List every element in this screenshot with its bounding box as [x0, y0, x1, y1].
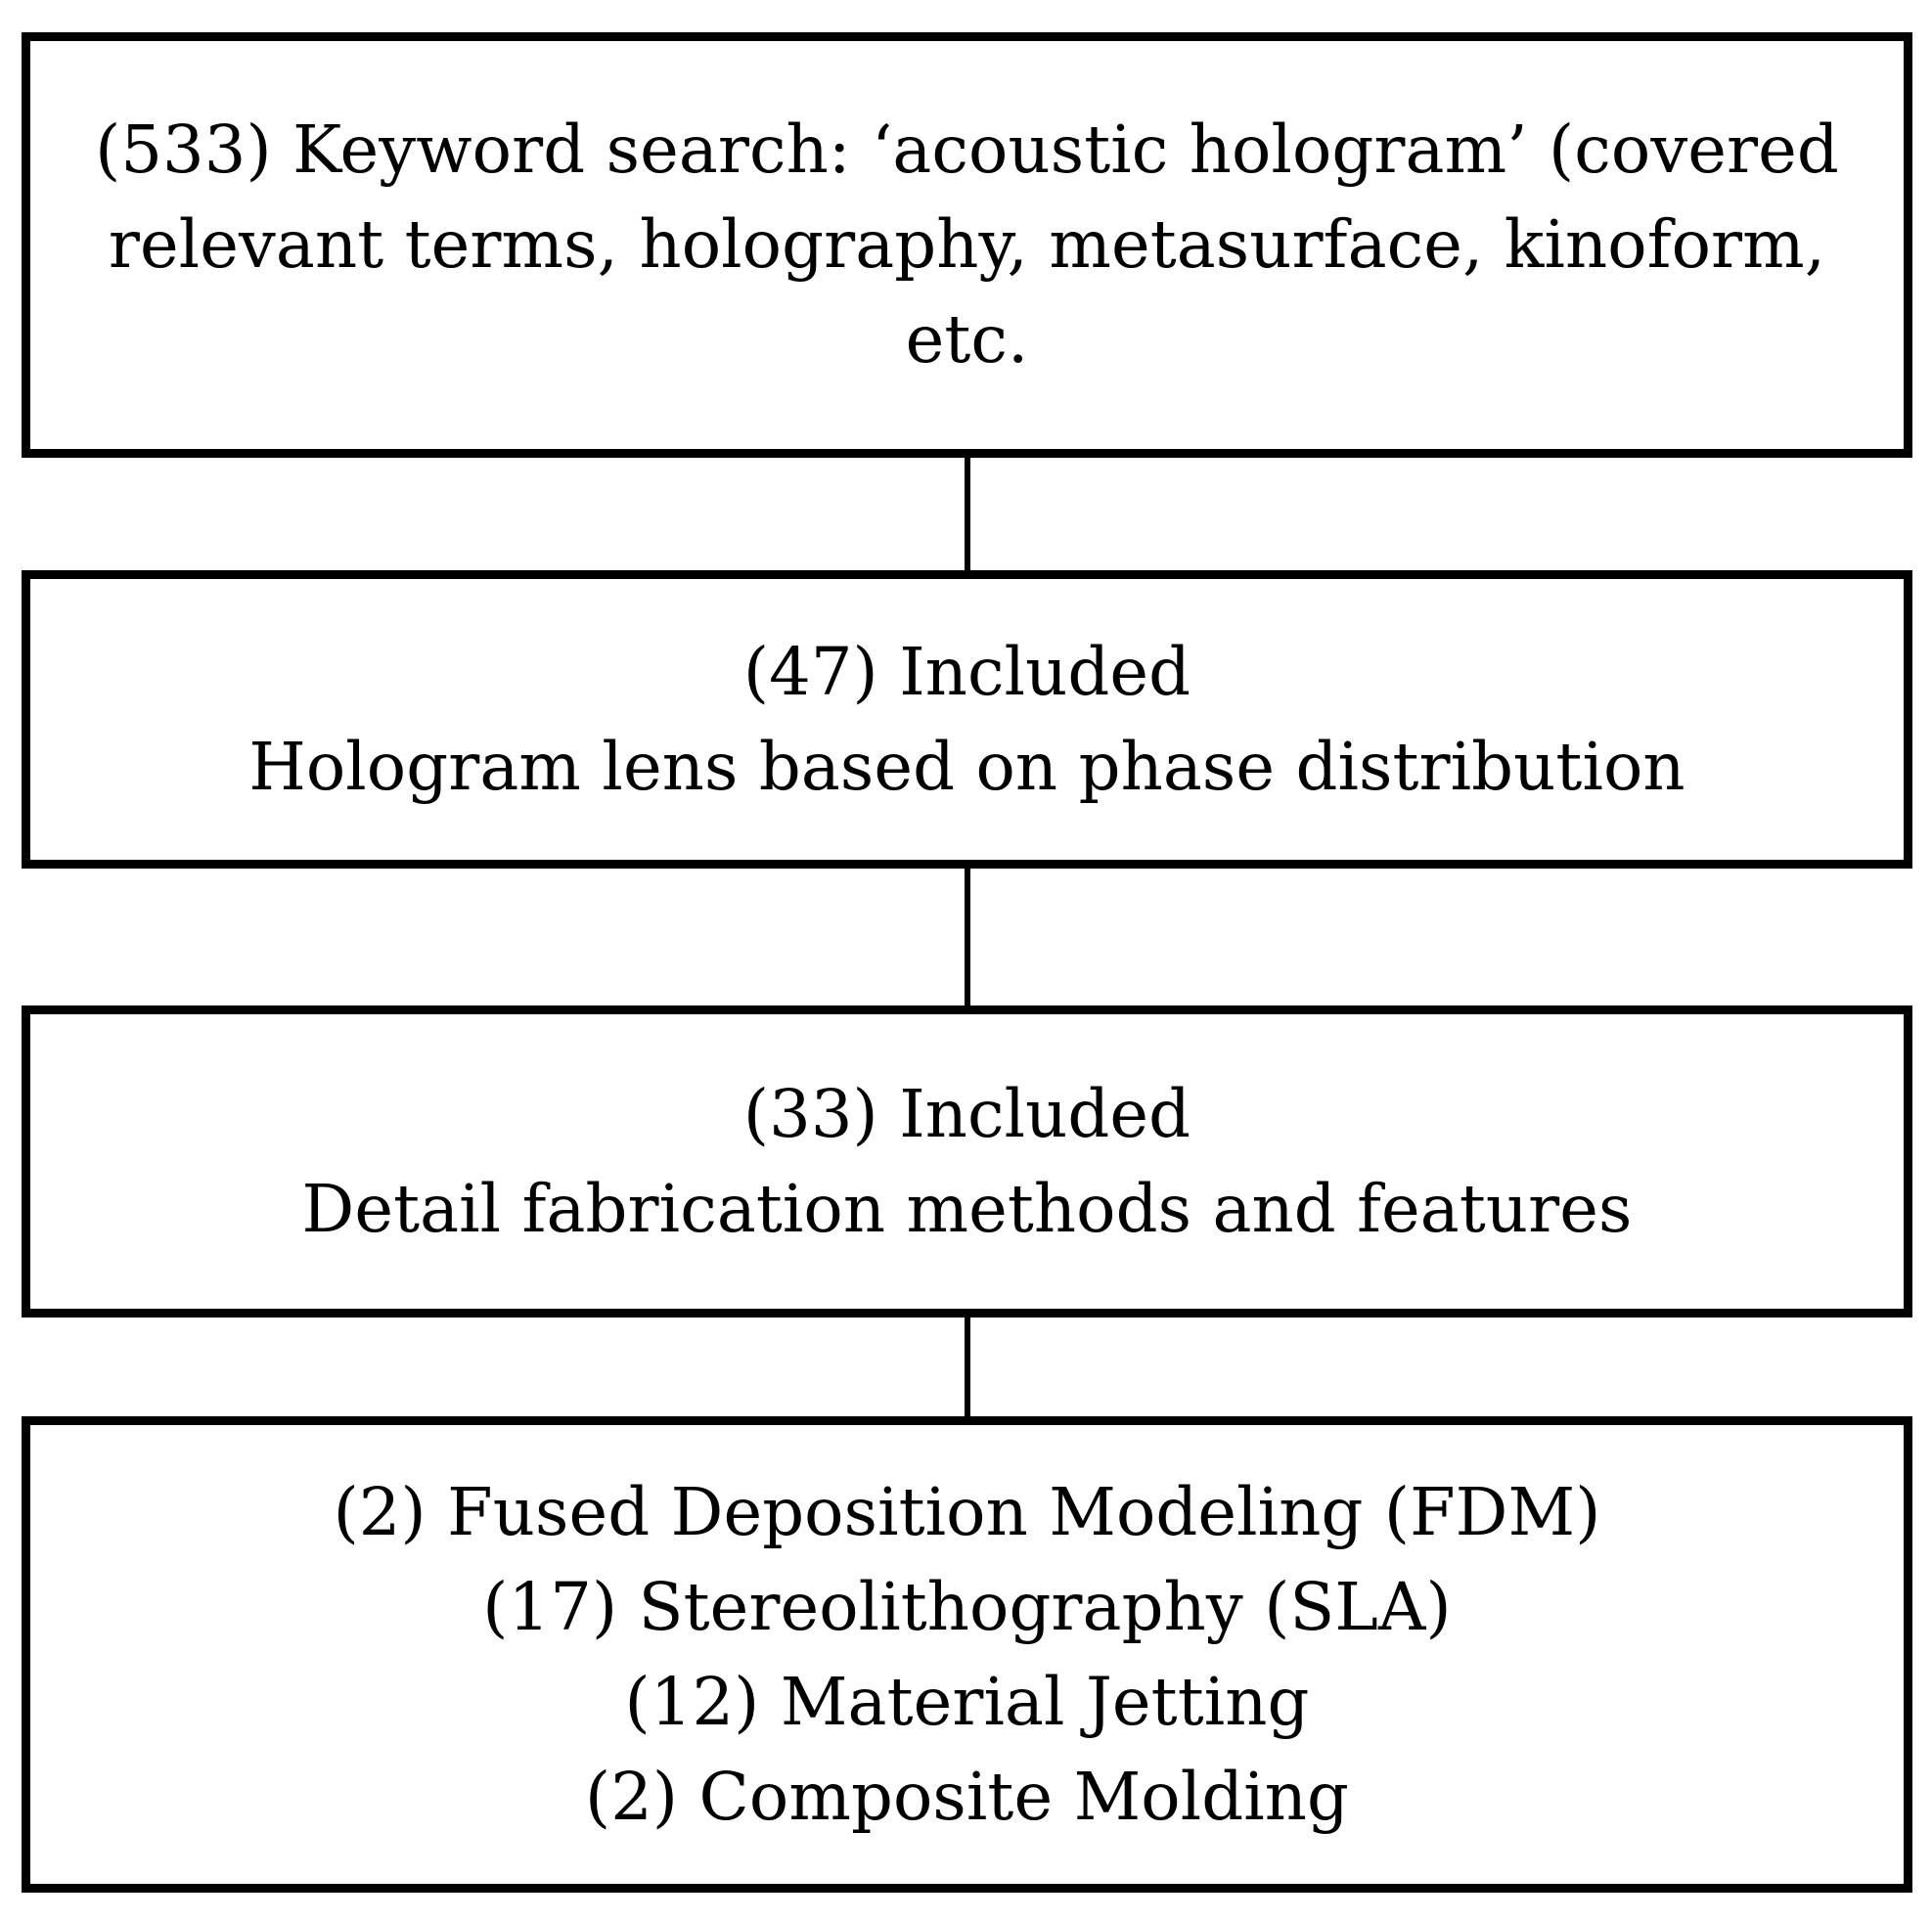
connector-included47-to-included33: [965, 860, 970, 1014]
included-47-box: (47) Included Hologram lens based on pha…: [22, 570, 1912, 869]
connector-included33-to-methods: [965, 1309, 970, 1425]
included-47-text: (47) Included Hologram lens based on pha…: [248, 633, 1685, 805]
fabrication-methods-text: (2) Fused Deposition Modeling (FDM) (17)…: [333, 1473, 1601, 1835]
keyword-search-box: (533) Keyword search: ‘acoustic hologram…: [22, 32, 1912, 458]
keyword-search-text: (533) Keyword search: ‘acoustic hologram…: [95, 112, 1839, 378]
fabrication-methods-box: (2) Fused Deposition Modeling (FDM) (17)…: [22, 1416, 1912, 1893]
included-33-text: (33) Included Detail fabrication methods…: [301, 1075, 1633, 1247]
included-33-box: (33) Included Detail fabrication methods…: [22, 1005, 1912, 1318]
connector-search-to-included47: [965, 449, 970, 579]
